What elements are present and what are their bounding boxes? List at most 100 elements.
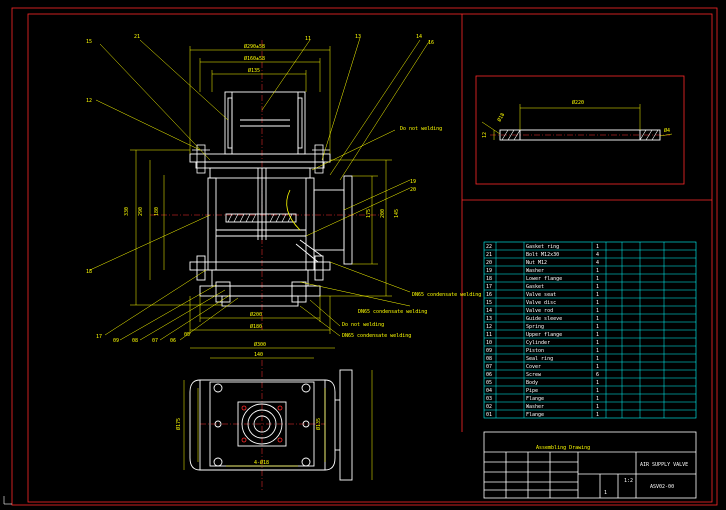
parts-table-cell-no: 18 — [486, 276, 492, 282]
plan-dim-5: 4-Ø18 — [254, 459, 269, 466]
parts-table-cell-no: 06 — [486, 372, 492, 378]
parts-table-cell-name: Gasket ring — [526, 244, 559, 250]
parts-table-cell-no: 21 — [486, 252, 492, 258]
parts-table-cell-qty: 1 — [596, 356, 599, 362]
parts-table-cell-name: Flange — [526, 412, 544, 418]
parts-table-cell-no: 05 — [486, 380, 492, 386]
parts-table-cell-qty: 1 — [596, 364, 599, 370]
dim-side-4: 175 — [366, 209, 372, 218]
parts-table-cell-qty: 1 — [596, 348, 599, 354]
parts-table-cell-no: 03 — [486, 396, 492, 402]
parts-table-cell-no: 02 — [486, 404, 492, 410]
detail-label-1: 12 — [482, 132, 488, 138]
part-number-labels: 15 21 11 13 14 16 12 19 20 18 17 09 08 0… — [86, 34, 434, 344]
parts-table-cell-name: Valve seat — [526, 292, 556, 298]
parts-table-cell-qty: 1 — [596, 396, 599, 402]
parts-table-cell-name: Bolt M12x30 — [526, 252, 559, 258]
plan-view: Ø300 140 Ø175 Ø135 4-Ø18 — [175, 341, 373, 490]
parts-table-cell-name: Lower flange — [526, 276, 562, 282]
ucs-icon — [3, 496, 12, 505]
parts-table-cell-name: Body — [526, 380, 538, 386]
plan-dim-3: Ø175 — [175, 418, 182, 430]
parts-table-cell-name: Screw — [526, 372, 542, 378]
parts-table-cell-qty: 1 — [596, 268, 599, 274]
part-num-08: 08 — [132, 338, 138, 344]
dim-bottom-1: Ø200 — [250, 311, 262, 318]
parts-table-cell-no: 16 — [486, 292, 492, 298]
part-num-15: 15 — [86, 39, 92, 45]
detail-label-2: Ø18 — [496, 112, 507, 123]
parts-table-cell-no: 20 — [486, 260, 492, 266]
part-num-14: 14 — [416, 34, 422, 40]
note-weld-side: DN65 condensate welding — [358, 309, 427, 315]
parts-table-cell-name: Washer — [526, 404, 544, 410]
parts-table-cell-no: 14 — [486, 308, 492, 314]
parts-table-cell-no: 07 — [486, 364, 492, 370]
parts-table-cell-name: Gasket — [526, 284, 544, 290]
part-num-05: 05 — [184, 332, 190, 338]
parts-table-cell-qty: 1 — [596, 412, 599, 418]
part-num-19: 19 — [410, 179, 416, 185]
parts-table-cell-name: Valve disc — [526, 300, 556, 306]
parts-table-cell-name: Upper flange — [526, 332, 562, 338]
parts-table-cell-qty: 1 — [596, 388, 599, 394]
detail-label-3: Ø4 — [664, 127, 670, 134]
parts-table-cell-name: Guide sleeve — [526, 316, 562, 322]
note-weld-top: Do not welding — [400, 126, 442, 132]
plan-dim-2: 140 — [254, 352, 263, 358]
dim-bottom-2: Ø180 — [250, 323, 262, 330]
part-num-16: 16 — [428, 40, 434, 46]
detail-dim: Ø220 — [572, 99, 584, 106]
parts-table-cell-no: 17 — [486, 284, 492, 290]
parts-table-cell-name: Washer — [526, 268, 544, 274]
parts-table-cell-qty: 1 — [596, 332, 599, 338]
parts-table-cell-qty: 1 — [596, 300, 599, 306]
parts-table-cell-qty: 1 — [596, 340, 599, 346]
parts-table-cell-no: 19 — [486, 268, 492, 274]
part-num-09: 09 — [113, 338, 119, 344]
dim-top-1: Ø290±58 — [244, 43, 265, 50]
part-num-13: 13 — [355, 34, 361, 40]
parts-table-cell-name: Flange — [526, 396, 544, 402]
parts-table-cell-no: 12 — [486, 324, 492, 330]
note-weld-bottom: Do not welding — [342, 322, 384, 328]
parts-table-cell-qty: 1 — [596, 276, 599, 282]
part-num-11: 11 — [305, 36, 311, 42]
parts-table-cell-qty: 6 — [596, 372, 599, 378]
dim-top-2: Ø160±58 — [244, 55, 265, 62]
parts-table-cell-qty: 4 — [596, 260, 599, 266]
parts-table-cell-name: Piston — [526, 348, 544, 354]
parts-table-cell-no: 01 — [486, 412, 492, 418]
parts-table-cell-qty: 1 — [596, 316, 599, 322]
parts-table-cell-qty: 1 — [596, 404, 599, 410]
parts-table-cell-no: 09 — [486, 348, 492, 354]
parts-table-cell-name: Pipe — [526, 388, 538, 394]
dim-side-1: 330 — [124, 207, 130, 216]
drawing-frame — [11, 7, 718, 506]
parts-table-cell-name: Valve rod — [526, 308, 553, 314]
plan-dim-4: Ø135 — [315, 418, 322, 430]
dim-side-2: 290 — [138, 207, 144, 216]
parts-table-cell-name: Spring — [526, 324, 544, 330]
part-num-12: 12 — [86, 98, 92, 104]
parts-table-cell-no: 11 — [486, 332, 492, 338]
note-weld-seal-1: DN65 condensate welding — [412, 292, 481, 298]
part-num-06: 06 — [170, 338, 176, 344]
parts-table-cell-qty: 1 — [596, 292, 599, 298]
title-drawing-number: ASV02-00 — [650, 484, 674, 490]
parts-table-cell-no: 10 — [486, 340, 492, 346]
note-weld-seal-2: DN65 condensate welding — [342, 333, 411, 339]
parts-table-cell-qty: 1 — [596, 324, 599, 330]
part-num-07: 07 — [152, 338, 158, 344]
part-num-21: 21 — [134, 34, 140, 40]
dim-top-3: Ø135 — [248, 67, 260, 74]
parts-table-cell-qty: 1 — [596, 308, 599, 314]
dim-side-5: 200 — [380, 209, 386, 218]
title-drawing-name: Assembling Drawing — [536, 445, 590, 451]
parts-table-cell-qty: 4 — [596, 252, 599, 258]
parts-table-cell-no: 15 — [486, 300, 492, 306]
title-project-name: AIR SUPPLY VALVE — [640, 462, 688, 468]
